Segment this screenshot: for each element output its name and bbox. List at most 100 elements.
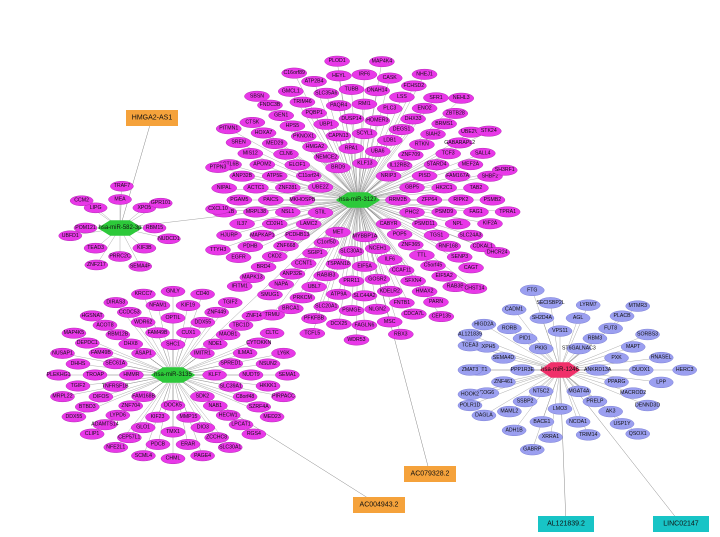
target-node[interactable]: IFITM1 bbox=[226, 280, 253, 292]
target-node[interactable]: UBP1 bbox=[313, 118, 339, 130]
target-node[interactable]: ZFP64 bbox=[416, 194, 443, 206]
target-node[interactable]: CD40 bbox=[190, 288, 215, 300]
target-node[interactable]: TRIM46 bbox=[289, 96, 316, 108]
target-node[interactable]: MEA bbox=[108, 194, 132, 205]
target-node[interactable]: SEMA4D bbox=[491, 352, 516, 364]
target-node[interactable]: PSMD9 bbox=[431, 206, 457, 218]
target-node[interactable]: MSC bbox=[376, 316, 403, 328]
target-node[interactable]: XRRA1 bbox=[538, 431, 563, 443]
target-node[interactable]: DHX33 bbox=[400, 113, 426, 125]
target-node[interactable]: ST6GALNAC3 bbox=[562, 342, 596, 355]
target-node[interactable]: IRF6 bbox=[351, 69, 378, 81]
target-node[interactable]: DCX25 bbox=[326, 318, 352, 330]
target-node[interactable]: PPARG bbox=[604, 376, 629, 388]
target-node[interactable]: LSS bbox=[389, 91, 415, 103]
target-node[interactable]: GABRP bbox=[520, 444, 545, 456]
target-node[interactable]: ZNF281 bbox=[275, 182, 301, 194]
target-node[interactable]: SALL4 bbox=[470, 147, 496, 159]
target-node[interactable]: TROAP bbox=[82, 369, 108, 381]
target-node[interactable]: SCYL1 bbox=[351, 128, 378, 140]
target-node[interactable]: TCF3 bbox=[435, 148, 461, 160]
target-node[interactable]: AGL bbox=[565, 312, 591, 324]
target-node[interactable]: MTMR3 bbox=[625, 300, 650, 312]
target-node[interactable]: STIL bbox=[307, 207, 334, 219]
target-node[interactable]: SLC39A1 bbox=[218, 380, 244, 392]
target-node[interactable]: CLTC bbox=[259, 327, 285, 339]
target-node[interactable]: NIPAL bbox=[211, 182, 237, 194]
target-node[interactable]: RBM12B bbox=[105, 329, 131, 341]
target-node[interactable]: NLGN2 bbox=[364, 303, 390, 315]
target-node[interactable]: MED29 bbox=[262, 138, 288, 149]
target-node[interactable]: IMITR1 bbox=[190, 348, 215, 359]
target-node[interactable]: HMMR bbox=[119, 369, 144, 381]
target-node[interactable]: SIAH2 bbox=[420, 128, 446, 140]
target-node[interactable]: TTL bbox=[409, 249, 435, 261]
target-node[interactable]: TRIM14 bbox=[575, 429, 601, 441]
target-node[interactable]: HK2C1 bbox=[431, 182, 457, 194]
target-node[interactable]: FAM168B bbox=[131, 391, 156, 402]
target-node[interactable]: PRRC2C bbox=[108, 251, 132, 262]
mirna-hub-hsa-mir-1246[interactable]: hsa-miR-1246 bbox=[539, 362, 581, 378]
target-node[interactable]: GBP5 bbox=[399, 182, 425, 194]
target-node[interactable]: RTKN bbox=[409, 139, 435, 151]
target-node[interactable]: PHC2 bbox=[399, 206, 425, 218]
target-node[interactable]: GABARAPL2 bbox=[444, 137, 475, 149]
target-node[interactable]: NPL bbox=[444, 218, 471, 230]
target-node[interactable]: ATP9A bbox=[325, 288, 352, 300]
target-node[interactable]: MACROD2 bbox=[620, 387, 646, 399]
target-node[interactable]: POP5 bbox=[386, 228, 413, 240]
target-node[interactable]: NUDCD1 bbox=[157, 233, 181, 245]
target-node[interactable]: MED23 bbox=[259, 411, 285, 423]
target-node[interactable]: HEYL bbox=[326, 70, 352, 82]
target-node[interactable]: CEP57L1 bbox=[117, 432, 142, 444]
target-node[interactable]: MEF2A bbox=[457, 159, 484, 171]
target-node[interactable]: NCEH1 bbox=[364, 243, 391, 255]
target-node[interactable]: WDR62 bbox=[130, 316, 156, 328]
target-node[interactable]: TGIF2 bbox=[65, 380, 91, 392]
target-node[interactable]: PIRPACC bbox=[271, 391, 296, 403]
target-node[interactable]: RPA1 bbox=[338, 142, 365, 154]
target-node[interactable]: FUT8 bbox=[598, 322, 623, 335]
lncrna-node-ac079328-2[interactable]: AC079328.2 bbox=[404, 466, 456, 482]
target-node[interactable]: FCHSD2 bbox=[401, 80, 427, 92]
target-node[interactable]: NEMCE2 bbox=[313, 151, 340, 163]
target-node[interactable]: WDR53 bbox=[343, 334, 370, 346]
target-node[interactable]: SECISBP2L bbox=[536, 297, 565, 309]
target-node[interactable]: C16orf89 bbox=[281, 67, 307, 79]
target-node[interactable]: LY6K bbox=[271, 347, 296, 359]
target-node[interactable]: PRELP bbox=[582, 395, 608, 408]
target-node[interactable]: TPRA1 bbox=[494, 206, 521, 218]
target-node[interactable]: CAGT bbox=[458, 262, 484, 274]
target-node[interactable]: FAM49B bbox=[88, 347, 114, 359]
target-node[interactable]: MAPK13 bbox=[239, 272, 266, 283]
target-node[interactable]: FNDC3B bbox=[257, 99, 283, 111]
target-node[interactable]: ACOT8 bbox=[92, 319, 118, 331]
target-node[interactable]: BTBD3 bbox=[75, 401, 100, 413]
target-node[interactable]: CCNT1 bbox=[290, 258, 317, 270]
target-node[interactable]: DNAH14 bbox=[364, 85, 390, 97]
target-node[interactable]: LYRM7 bbox=[575, 299, 601, 311]
target-node[interactable]: KIF3B bbox=[132, 242, 157, 254]
target-node[interactable]: HOXA7 bbox=[250, 127, 277, 139]
target-node[interactable]: PFKFBB bbox=[301, 313, 327, 324]
target-node[interactable]: DAGLA bbox=[471, 409, 497, 422]
target-node[interactable]: NRIP3 bbox=[375, 170, 402, 182]
target-node[interactable]: HKKK1 bbox=[255, 380, 281, 392]
target-node[interactable]: MAOB1 bbox=[215, 329, 241, 341]
target-node[interactable]: ZNF14 bbox=[241, 310, 267, 322]
target-node[interactable]: CHST14 bbox=[461, 283, 488, 294]
target-node[interactable]: SFR1 bbox=[423, 92, 449, 104]
target-node[interactable]: ACTC1 bbox=[243, 182, 269, 194]
target-node[interactable]: TSPAN18 bbox=[325, 258, 352, 270]
target-node[interactable]: RRM2B bbox=[385, 194, 411, 206]
target-node[interactable]: DUOX1 bbox=[628, 364, 654, 376]
target-node[interactable]: SLC35A6 bbox=[313, 87, 340, 99]
target-node[interactable]: RIPK2 bbox=[448, 194, 474, 206]
target-node[interactable]: KIF19 bbox=[175, 300, 201, 312]
target-node[interactable]: DEGS1 bbox=[388, 124, 415, 136]
target-node[interactable]: TGS1 bbox=[423, 229, 450, 241]
target-node[interactable]: PKIG bbox=[528, 342, 554, 355]
target-node[interactable]: DOCK5 bbox=[160, 399, 186, 411]
target-node[interactable]: SLC30A1 bbox=[217, 441, 243, 453]
target-node[interactable]: ZMAT3 bbox=[457, 364, 483, 376]
